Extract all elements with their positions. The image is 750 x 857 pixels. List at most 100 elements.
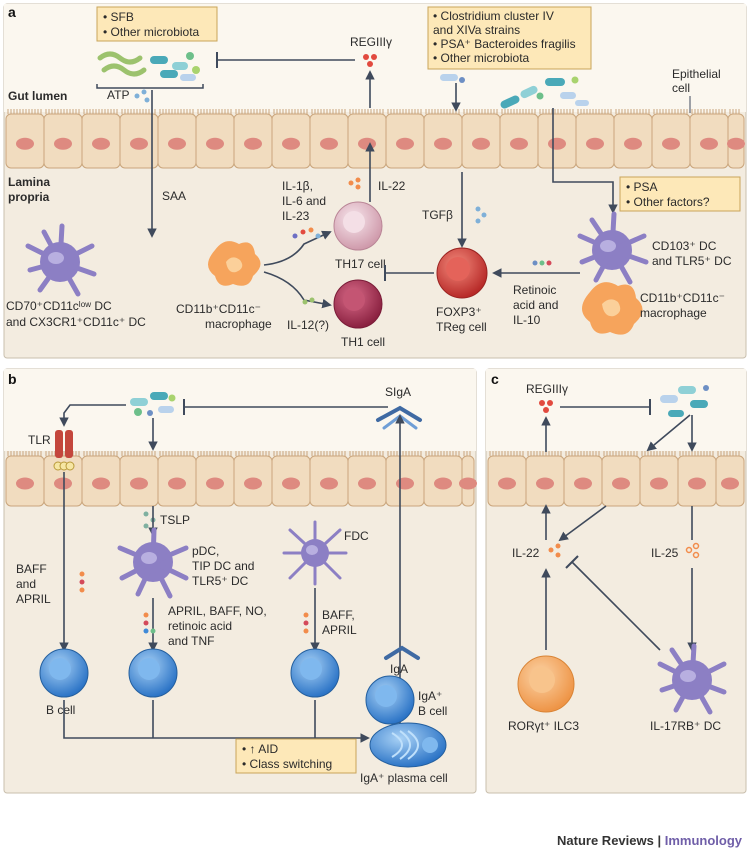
cell-nucleus <box>320 137 338 150</box>
cell-nucleus <box>54 477 72 490</box>
epithelium-b <box>5 451 477 507</box>
il25-label: IL-25 <box>651 546 679 560</box>
fdc-label: FDC <box>344 529 369 543</box>
gut-lumen-label: Gut lumen <box>8 89 67 103</box>
treg-label-1: FOXP3⁺ <box>436 305 482 319</box>
aid-box <box>235 738 357 774</box>
cell-nucleus <box>16 477 34 490</box>
microvilli <box>121 451 156 456</box>
tslp-label: TSLP <box>160 513 190 527</box>
microvilli <box>653 109 688 114</box>
microvilli <box>235 109 270 114</box>
ilc3-label: RORγt⁺ ILC3 <box>508 719 579 733</box>
cell-nucleus <box>662 137 680 150</box>
april-etc-3: and TNF <box>168 634 214 648</box>
epithelial-cell-label-1: Epithelial <box>672 67 721 81</box>
dc-left-cell <box>25 223 97 297</box>
tlr-label: TLR <box>28 433 51 447</box>
arrow-to-th17 <box>263 230 332 266</box>
cell-nucleus <box>498 477 516 490</box>
b-cell-label: B cell <box>46 703 75 717</box>
panel-c-letter: c <box>491 371 499 387</box>
macrophage-mid <box>208 241 261 286</box>
journal-name: Nature Reviews <box>557 833 654 848</box>
clostridium-box-line-4: • Other microbiota <box>433 51 530 65</box>
microvilli <box>463 109 498 114</box>
iga-label: IgA <box>390 662 408 676</box>
microvilli <box>83 109 118 114</box>
cell-nucleus <box>54 137 72 150</box>
cell-nucleus <box>206 477 224 490</box>
aid-box-line-1: • ↑ AID <box>242 742 279 756</box>
epithelium-c <box>487 451 745 507</box>
cell-nucleus <box>168 137 186 150</box>
cell-nucleus <box>548 137 566 150</box>
microvilli <box>501 109 536 114</box>
cell-nucleus <box>92 137 110 150</box>
cell-nucleus <box>472 137 490 150</box>
arrow-to-tlr <box>59 404 126 427</box>
microvilli <box>235 451 270 456</box>
cell-nucleus <box>624 137 642 150</box>
microvilli <box>729 109 740 114</box>
arrow-bacteria-c-left <box>646 414 691 452</box>
bacteria-cluster-a-mid <box>440 74 465 83</box>
sfb-box <box>96 6 218 42</box>
aid-box-line-2: • Class switching <box>242 757 332 771</box>
panel-a: a Gut lumen Lamina propria • SFB • Other… <box>3 3 747 359</box>
microvilli <box>615 109 650 114</box>
bacteria-cluster-a-left <box>97 51 200 81</box>
iga-molecule <box>384 645 420 660</box>
plasma-cell-label: IgA⁺ plasma cell <box>360 771 448 785</box>
cell-nucleus <box>510 137 528 150</box>
retinoic-label-3: IL-10 <box>513 313 541 327</box>
microvilli <box>159 451 194 456</box>
fdc-cell <box>282 520 348 586</box>
lamina-propria-label-2: propria <box>8 190 50 204</box>
treg-label-2: TReg cell <box>436 320 487 334</box>
microvilli <box>273 451 308 456</box>
th17-label: TH17 cell <box>335 257 386 271</box>
pdc-label-2: TIP DC and <box>192 559 254 573</box>
cell-nucleus <box>727 137 745 150</box>
cell-nucleus <box>16 137 34 150</box>
baff-april2-2: APRIL <box>322 623 357 637</box>
clostridium-box <box>427 6 592 70</box>
regiiig-c-label: REGIIIγ <box>526 382 568 396</box>
microvilli <box>539 109 574 114</box>
april-etc-2: retinoic acid <box>168 619 232 633</box>
cell-nucleus <box>574 477 592 490</box>
clostridium-box-line-3: • PSA⁺ Bacteroides fragilis <box>433 37 576 51</box>
th17-cytokines-1: IL-1β, <box>282 179 313 193</box>
cell-nucleus <box>206 137 224 150</box>
il22-c-label: IL-22 <box>512 546 540 560</box>
cell-nucleus <box>434 137 452 150</box>
microvilli <box>83 451 118 456</box>
cell-nucleus <box>536 477 554 490</box>
th17-cytokines-2: IL-6 and <box>282 194 326 208</box>
microvilli <box>565 451 600 456</box>
regiiig-label: REGIIIγ <box>350 35 392 49</box>
th17-cytokines-3: IL-23 <box>282 209 310 223</box>
cell-nucleus <box>688 477 706 490</box>
cell-nucleus <box>612 477 630 490</box>
journal-separator: | <box>653 833 665 848</box>
pdc-cell <box>117 527 189 599</box>
clostridium-box-line-2: and XIVa strains <box>433 23 520 37</box>
microvilli <box>425 451 460 456</box>
il22-label: IL-22 <box>378 179 406 193</box>
pdc-label-3: TLR5⁺ DC <box>192 574 249 588</box>
atp-label: ATP <box>107 88 129 102</box>
bacteria-cluster-a-right <box>500 76 589 109</box>
clostridium-box-line-1: • Clostridium cluster IV <box>433 9 554 23</box>
cell-nucleus <box>700 137 718 150</box>
bacteria-cluster-c <box>660 385 709 417</box>
sfb-box-line-1: • SFB <box>103 10 134 24</box>
microvilli <box>717 451 740 456</box>
retinoic-label-2: acid and <box>513 298 558 312</box>
microvilli <box>311 451 346 456</box>
route-bcell-plasma <box>63 700 370 743</box>
epithelium-a <box>5 109 745 169</box>
cell-nucleus <box>586 137 604 150</box>
microvilli <box>679 451 714 456</box>
